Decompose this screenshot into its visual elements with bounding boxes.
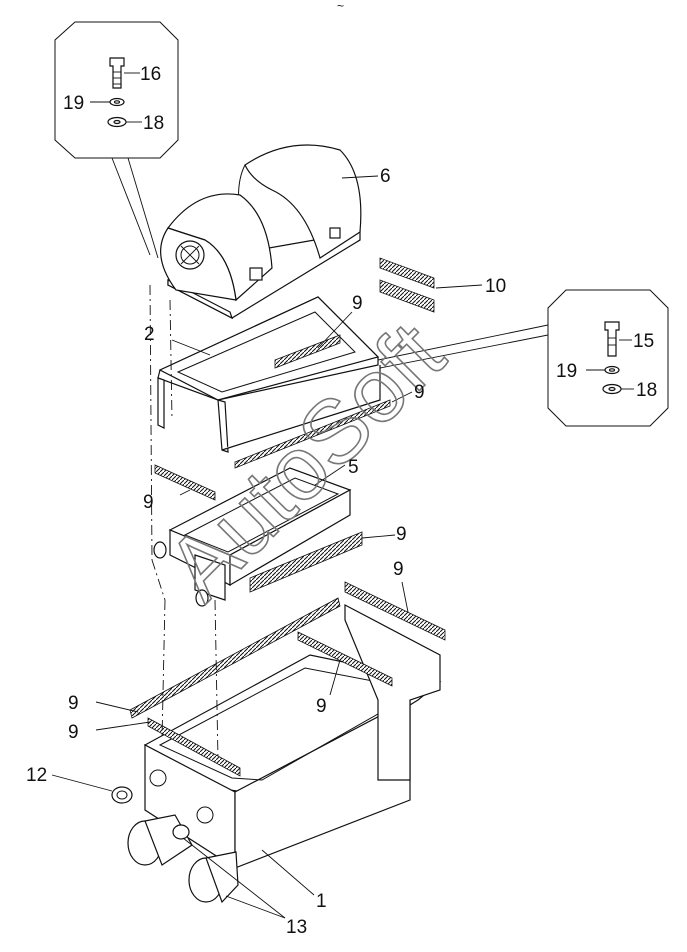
callout-9-case-top: 9 [393, 559, 404, 580]
callout-2: 2 [144, 324, 155, 345]
callout-15: 15 [633, 331, 654, 352]
grommet-12 [51, 774, 133, 804]
callout-9-right: 9 [414, 382, 425, 403]
callout-9-upper: 9 [352, 293, 363, 314]
pad-strips-10 [379, 257, 483, 313]
callout-18-left: 18 [143, 113, 164, 134]
leader-lines [95, 581, 409, 731]
callout-16: 16 [140, 64, 161, 85]
duct-collars-13 [127, 814, 286, 919]
callout-19-right: 19 [556, 361, 577, 382]
header-mark: ~ [337, 0, 344, 13]
callout-9-inner: 9 [316, 696, 327, 717]
callout-5: 5 [348, 457, 359, 478]
lock-washer-19-icon [109, 97, 125, 107]
detail-callout-left [54, 21, 179, 259]
callout-19-left: 19 [63, 93, 84, 114]
bolt-15-icon [604, 321, 620, 357]
callout-9-left: 9 [143, 492, 154, 513]
lower-case-1 [129, 581, 446, 896]
callout-6: 6 [380, 166, 391, 187]
detail-callout-right [377, 289, 669, 427]
washer-18b-icon [602, 383, 622, 395]
callout-12: 12 [26, 765, 47, 786]
upper-housing-2 [157, 296, 413, 469]
heater-core-5 [153, 464, 396, 607]
bolt-16-icon [109, 57, 125, 89]
callout-18-right: 18 [636, 380, 657, 401]
callout-13: 13 [286, 917, 307, 938]
washer-18-icon [107, 116, 127, 128]
callout-9-bottom-b: 9 [68, 722, 79, 743]
blower-assembly-6 [160, 144, 379, 320]
callout-9-bottom-a: 9 [68, 693, 79, 714]
assembly-guide-lines [149, 284, 219, 761]
lock-washer-19b-icon [604, 365, 620, 375]
callout-9-core: 9 [396, 524, 407, 545]
callout-10: 10 [485, 276, 506, 297]
callout-1: 1 [316, 891, 327, 912]
